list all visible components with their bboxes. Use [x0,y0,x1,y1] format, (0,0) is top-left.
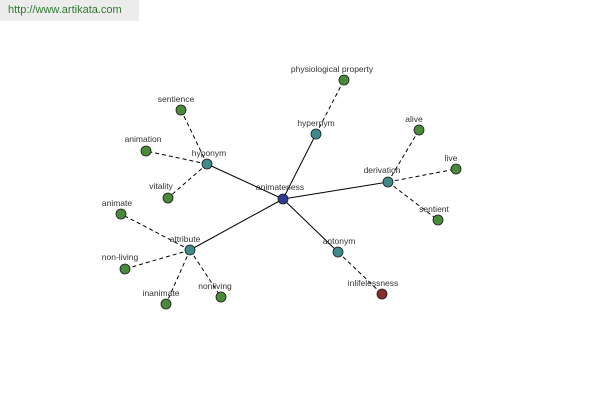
relation-label-hypernym: hypernym [297,118,334,128]
leaf-node-nonliving[interactable] [215,291,227,303]
edge-hyponym-leaf [145,150,208,165]
relation-label-hyponym: hyponym [192,148,227,158]
leaf-label-physiological-property: physiological property [291,64,374,74]
edge-center-derivation [282,181,389,200]
center-label: animateness [256,182,304,192]
leaf-label-sentience: sentience [158,94,195,104]
edge-attribute-leaf [165,249,191,305]
leaf-label-vitality: vitality [149,181,173,191]
leaf-node-inanimate[interactable] [160,298,172,310]
leaf-label-sentient: sentient [419,204,449,214]
leaf-label-inlifelessness: inlifelessness [348,278,399,288]
leaf-label-inanimate: inanimate [143,288,180,298]
edge-hypernym-leaf [315,79,345,135]
edge-hyponym-leaf [167,163,208,199]
watermark-url: http://www.artikata.com [8,4,122,16]
relation-node-antonym[interactable] [332,246,344,258]
edge-attribute-leaf [120,213,191,251]
leaf-label-live: live [445,153,458,163]
edge-derivation-leaf [387,168,457,183]
leaf-node-live[interactable] [450,163,462,175]
leaf-label-animation: animation [125,134,162,144]
relation-label-antonym: antonym [323,236,356,246]
center-node[interactable] [277,193,289,205]
relation-node-hyponym[interactable] [201,158,213,170]
edge-antonym-leaf [337,251,383,295]
leaf-node-animation[interactable] [140,145,152,157]
leaf-node-sentient[interactable] [432,214,444,226]
relation-node-hypernym[interactable] [310,128,322,140]
edge-derivation-leaf [387,181,439,221]
relation-label-derivation: derivation [364,165,401,175]
leaf-label-non-living: non-living [102,252,139,262]
leaf-node-non-living[interactable] [119,263,131,275]
relation-node-attribute[interactable] [184,244,196,256]
edge-attribute-leaf [189,249,222,298]
leaf-node-sentience[interactable] [175,104,187,116]
leaf-node-inlifelessness[interactable] [376,288,388,300]
edge-center-attribute [189,198,284,251]
leaf-node-animate[interactable] [115,208,127,220]
relation-node-derivation[interactable] [382,176,394,188]
relation-label-attribute: attribute [170,234,201,244]
leaf-label-alive: alive [405,114,423,124]
leaf-node-physiological-property[interactable] [338,74,350,86]
leaf-label-animate: animate [102,198,133,208]
edge-attribute-leaf [124,249,191,270]
leaf-node-alive[interactable] [413,124,425,136]
edge-center-hypernym [282,133,317,200]
edge-derivation-leaf [387,129,420,183]
leaf-label-nonliving: nonliving [198,281,232,291]
edge-center-antonym [282,198,339,253]
watermark-banner: http://www.artikata.com [0,0,139,21]
edge-hyponym-leaf [180,109,208,165]
leaf-node-vitality[interactable] [162,192,174,204]
edge-center-hyponym [206,163,284,200]
